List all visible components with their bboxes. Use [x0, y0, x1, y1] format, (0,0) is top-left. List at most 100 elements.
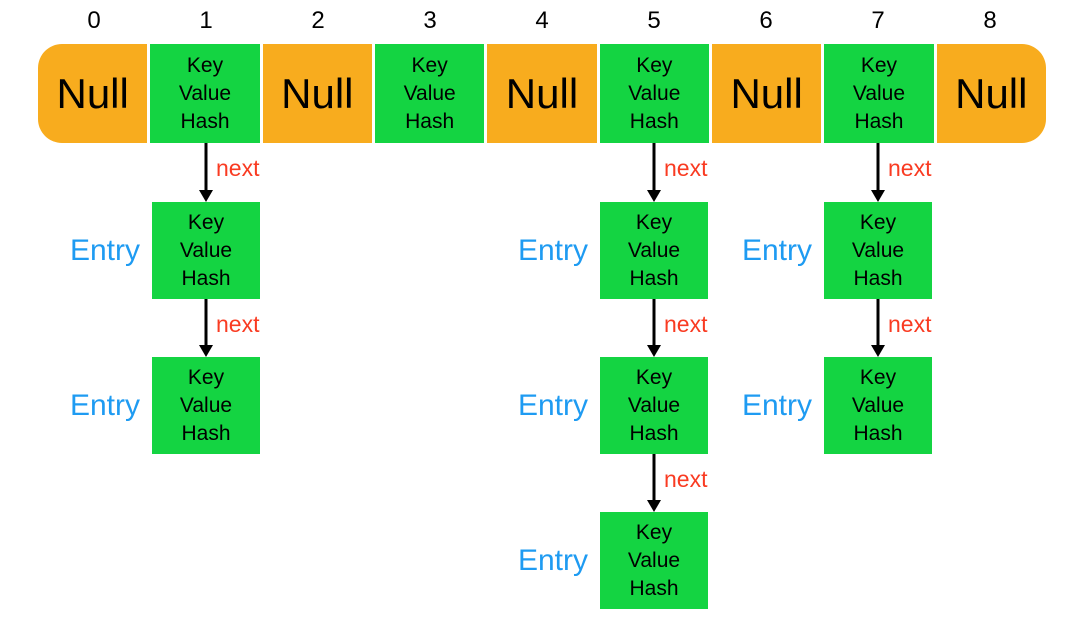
entry-label: Entry: [69, 234, 140, 267]
node-field-label: Value: [627, 238, 681, 262]
node-field-label: Hash: [854, 109, 904, 133]
node-field-label: Hash: [629, 109, 679, 133]
node-field-label: Value: [628, 81, 681, 105]
arrow-shaft: [876, 143, 880, 192]
bucket-index-label: 8: [983, 7, 997, 34]
node-field-label: Hash: [181, 421, 231, 445]
node-field-label: Value: [852, 81, 906, 105]
node-field-label: Hash: [629, 421, 679, 445]
node-field-label: Key: [186, 53, 224, 77]
bucket-cell-null: Null: [937, 44, 1046, 143]
next-arrow: [647, 143, 661, 202]
entry-label: Entry: [517, 544, 588, 577]
node-field-label: Hash: [181, 266, 231, 290]
node-field-label: Value: [851, 238, 905, 262]
arrow-shaft: [204, 299, 208, 347]
arrow-head-icon: [871, 345, 885, 357]
entry-label: Entry: [517, 234, 588, 267]
bucket-cell-null: Null: [263, 44, 372, 143]
index-row: 0 1 2 3 4 5 6 7 8: [38, 6, 1046, 36]
node-field-label: Hash: [405, 109, 455, 133]
node-field-label: Key: [859, 365, 897, 389]
bucket-cell-null: Null: [487, 44, 596, 143]
next-label: next: [888, 311, 932, 337]
arrow-shaft: [204, 143, 208, 192]
bucket-index-label: 1: [199, 7, 213, 34]
node-field-label: Key: [187, 365, 225, 389]
null-label: Null: [281, 69, 354, 117]
null-label: Null: [505, 69, 579, 117]
arrow-head-icon: [199, 345, 213, 357]
next-label: next: [216, 311, 260, 337]
bucket-cell-null: Null: [38, 44, 147, 143]
arrow-head-icon: [199, 190, 213, 202]
next-arrow: [647, 454, 661, 512]
next-arrow: [647, 299, 661, 357]
next-label: next: [664, 311, 708, 337]
entry-label: Entry: [741, 389, 812, 422]
bucket-index-label: 6: [759, 7, 773, 34]
next-label: next: [664, 466, 708, 492]
entry-label: Entry: [69, 389, 140, 422]
node-field-label: Value: [851, 393, 905, 417]
null-label: Null: [56, 69, 129, 117]
node-field-label: Hash: [629, 576, 679, 600]
node-field-label: Value: [179, 393, 233, 417]
node-field-label: Value: [403, 81, 456, 105]
node-field-label: Key: [860, 53, 898, 77]
node-field-label: Key: [635, 520, 673, 544]
node-field-label: Hash: [629, 266, 679, 290]
bucket-index-label: 2: [311, 7, 325, 34]
node-field-label: Hash: [853, 421, 903, 445]
arrow-head-icon: [647, 500, 661, 512]
node-field-label: Hash: [853, 266, 903, 290]
next-arrow: [199, 143, 213, 202]
next-arrow: [871, 299, 885, 357]
next-arrow: [199, 299, 213, 357]
arrow-head-icon: [647, 190, 661, 202]
bucket-index-label: 5: [647, 7, 661, 34]
arrow-head-icon: [647, 345, 661, 357]
node-field-label: Value: [178, 81, 232, 105]
entry-label: Entry: [741, 234, 812, 267]
null-label: Null: [955, 69, 1028, 117]
node-field-label: Value: [627, 393, 681, 417]
arrow-shaft: [876, 299, 880, 347]
node-field-label: Key: [411, 53, 448, 77]
node-field-label: Key: [635, 210, 673, 234]
node-field-label: Key: [859, 210, 897, 234]
arrow-shaft: [652, 143, 656, 192]
node-field-label: Key: [636, 53, 673, 77]
node-field-label: Value: [179, 238, 233, 262]
node-field-label: Hash: [180, 109, 230, 133]
bucket-index-label: 3: [423, 7, 437, 34]
node-field-label: Key: [187, 210, 225, 234]
arrow-shaft: [652, 454, 656, 502]
bucket-index-label: 4: [535, 7, 549, 34]
arrow-shaft: [652, 299, 656, 347]
next-label: next: [888, 155, 932, 181]
arrow-head-icon: [871, 190, 885, 202]
bucket-index-label: 7: [871, 7, 885, 34]
next-label: next: [216, 155, 260, 181]
entry-label: Entry: [517, 389, 588, 422]
null-label: Null: [730, 69, 803, 117]
next-label: next: [664, 155, 708, 181]
bucket-index-label: 0: [87, 7, 101, 34]
node-field-label: Key: [635, 365, 673, 389]
next-arrow: [871, 143, 885, 202]
bucket-cell-null: Null: [712, 44, 821, 143]
